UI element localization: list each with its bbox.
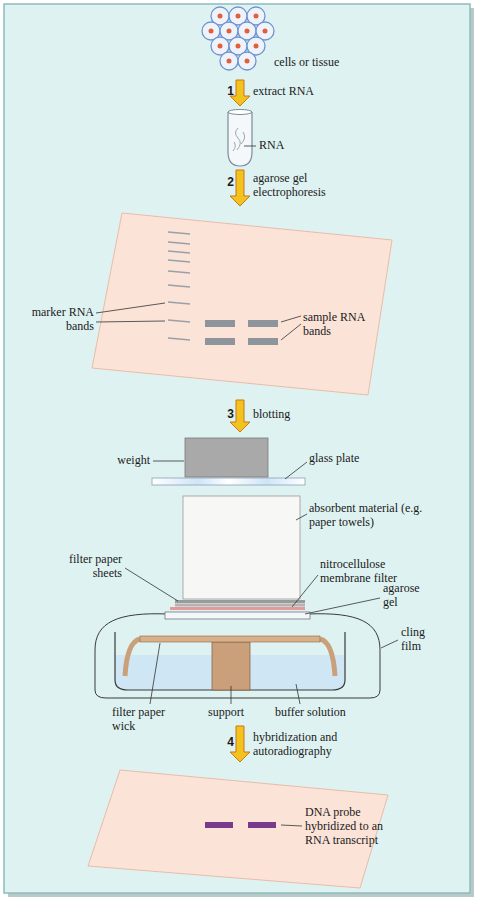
step-number: 3: [222, 408, 234, 422]
cells: [202, 7, 274, 70]
cell-nuclei: [209, 14, 268, 64]
part-label: buffer solution: [275, 706, 365, 720]
part-label: absorbent material (e.g. paper towels): [309, 502, 439, 530]
part-label: agarose gel: [383, 582, 433, 610]
part-label: DNA probe hybridized to an RNA transcrip…: [305, 806, 400, 847]
step-label: hybridization and autoradiography: [253, 731, 365, 759]
part-label: filter paper wick: [112, 706, 188, 734]
test-tube: [228, 110, 256, 167]
step-number: 2: [222, 176, 234, 190]
step-number: 4: [222, 736, 234, 750]
panel: [4, 4, 470, 893]
step-label: blotting: [253, 408, 333, 422]
electrophoresis-gel: [92, 213, 392, 395]
image-label: cells or tissue: [274, 56, 384, 70]
part-label: sample RNA bands: [303, 311, 365, 339]
step-label: extract RNA: [253, 85, 353, 99]
part-label: weight: [98, 454, 150, 468]
part-label: glass plate: [309, 452, 389, 466]
step-label: agarose gel electrophoresis: [253, 172, 348, 200]
part-label: marker RNA bands: [22, 306, 94, 334]
part-label: RNA: [259, 139, 299, 153]
part-label: cling film: [401, 626, 446, 654]
step-number: 1: [222, 85, 234, 99]
part-label: support: [208, 706, 263, 720]
part-label: filter paper sheets: [48, 553, 122, 581]
